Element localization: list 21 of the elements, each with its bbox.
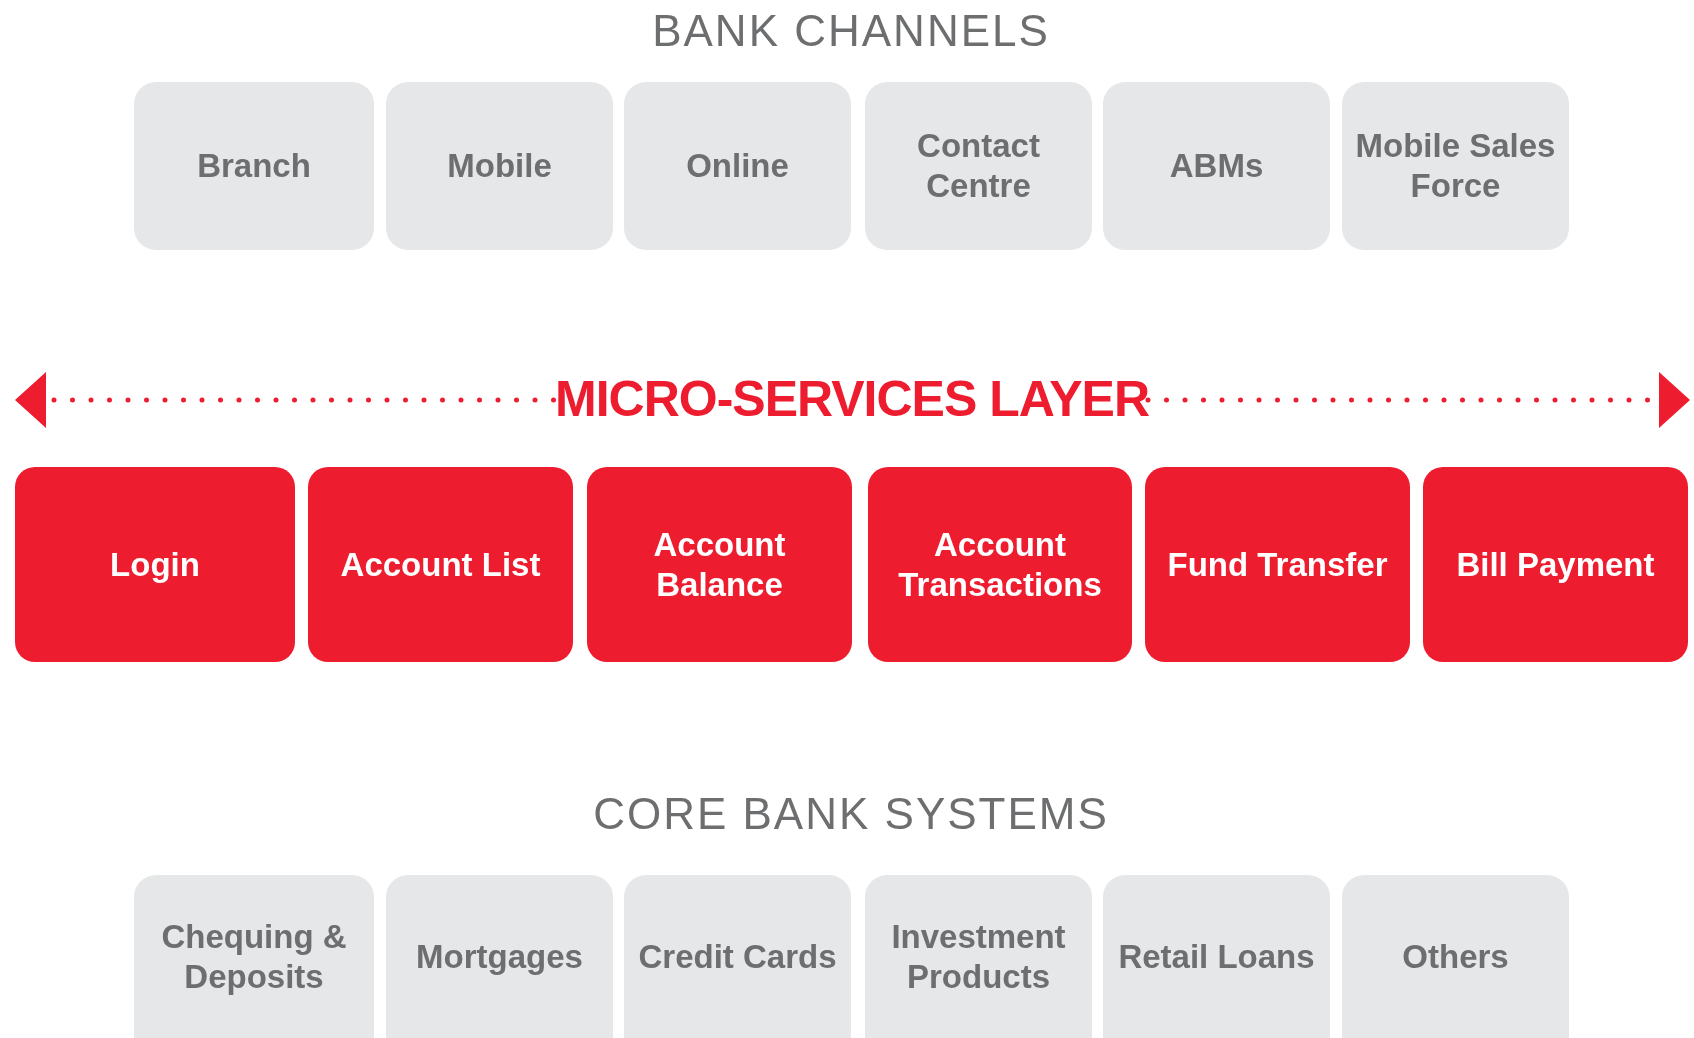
- service-box: Account List: [308, 467, 573, 662]
- channel-box: Branch: [134, 82, 374, 250]
- service-box: Account Transactions: [868, 467, 1132, 662]
- service-box: Login: [15, 467, 295, 662]
- channel-box: Online: [624, 82, 851, 250]
- channel-box: ABMs: [1103, 82, 1330, 250]
- service-box: Account Balance: [587, 467, 852, 662]
- system-box: Others: [1342, 875, 1569, 1038]
- system-box: Investment Products: [865, 875, 1092, 1038]
- service-box: Bill Payment: [1423, 467, 1688, 662]
- channel-box: Contact Centre: [865, 82, 1092, 250]
- layer-heading: MICRO-SERVICES LAYER: [555, 370, 1149, 428]
- system-box: Chequing & Deposits: [134, 875, 374, 1038]
- system-box: Mortgages: [386, 875, 613, 1038]
- system-box: Retail Loans: [1103, 875, 1330, 1038]
- section-heading: CORE BANK SYSTEMS: [593, 789, 1109, 839]
- channel-box: Mobile: [386, 82, 613, 250]
- channel-box: Mobile Sales Force: [1342, 82, 1569, 250]
- section-heading: BANK CHANNELS: [652, 6, 1050, 56]
- service-box: Fund Transfer: [1145, 467, 1410, 662]
- system-box: Credit Cards: [624, 875, 851, 1038]
